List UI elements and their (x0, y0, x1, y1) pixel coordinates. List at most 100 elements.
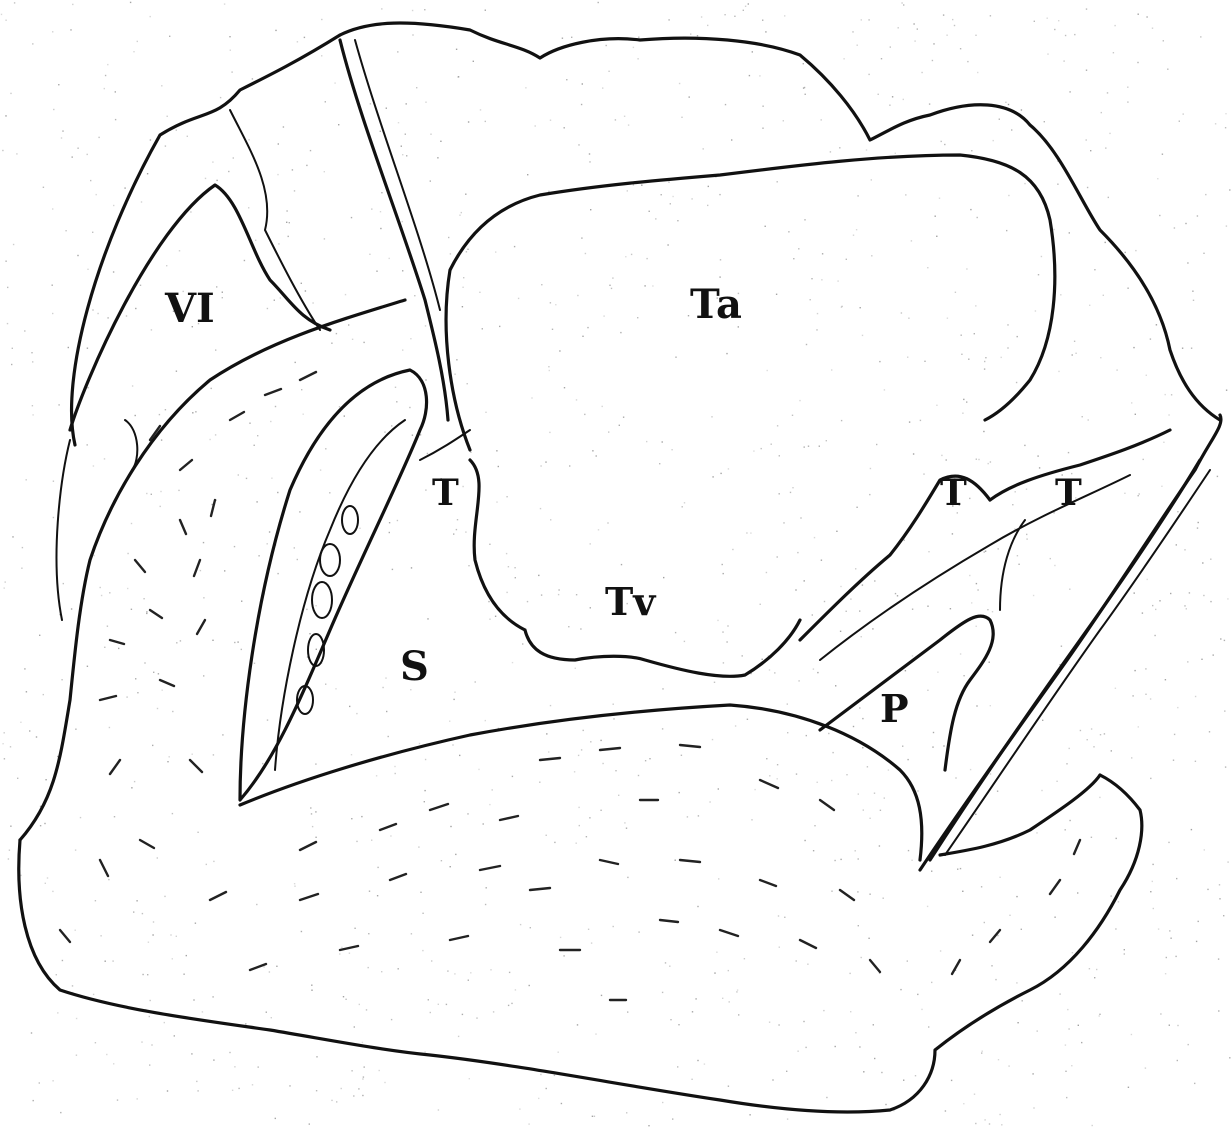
speckle-dot (967, 61, 968, 62)
speckle-dot (363, 342, 364, 343)
speckle-dot (447, 970, 448, 971)
speckle-dot (380, 131, 381, 132)
speckle-dot (359, 528, 360, 529)
speckle-dot (39, 635, 40, 636)
speckle-dot (718, 878, 719, 879)
speckle-dot (720, 259, 721, 260)
speckle-dot (974, 1094, 975, 1095)
speckle-dot (1220, 638, 1221, 639)
speckle-dot (888, 769, 889, 770)
speckle-dot (92, 309, 93, 310)
label-vi: VI (164, 285, 215, 332)
speckle-dot (1105, 242, 1106, 243)
speckle-dot (1096, 969, 1097, 970)
speckle-dot (793, 258, 794, 259)
speckle-dot (737, 989, 738, 990)
speckle-dot (541, 284, 542, 285)
speckle-dot (1219, 884, 1220, 885)
speckle-dot (339, 953, 340, 954)
speckle-dot (876, 444, 877, 445)
speckle-dot (1081, 1042, 1082, 1043)
speckle-dot (1194, 1083, 1195, 1084)
speckle-dot (613, 718, 614, 719)
speckle-dot (762, 20, 763, 21)
speckle-dot (440, 141, 441, 142)
speckle-dot (1157, 178, 1158, 179)
speckle-dot (595, 1033, 596, 1034)
speckle-dot (541, 594, 542, 595)
speckle-dot (1033, 1107, 1034, 1108)
speckle-dot (821, 560, 822, 561)
speckle-dot (905, 670, 906, 671)
speckle-dot (903, 99, 904, 100)
speckle-dot (901, 2, 902, 3)
speckle-dot (519, 1108, 520, 1109)
speckle-dot (324, 238, 325, 239)
speckle-dot (1067, 1009, 1068, 1010)
speckle-dot (977, 72, 978, 73)
speckle-dot (697, 1060, 698, 1061)
speckle-dot (1094, 977, 1095, 978)
label-p: P (880, 686, 909, 731)
speckle-dot (351, 818, 352, 819)
speckle-dot (32, 361, 33, 362)
speckle-dot (425, 489, 426, 490)
speckle-dot (638, 931, 639, 932)
speckle-dot (361, 816, 362, 817)
speckle-dot (540, 1074, 541, 1075)
speckle-dot (1080, 730, 1081, 731)
speckle-dot (552, 329, 553, 330)
speckle-dot (840, 859, 841, 860)
speckle-dot (924, 361, 925, 362)
speckle-dot (1169, 1025, 1170, 1026)
speckle-dot (153, 921, 154, 922)
speckle-dot (698, 815, 699, 816)
speckle-dot (416, 87, 417, 88)
speckle-dot (752, 51, 753, 52)
speckle-dot (907, 960, 908, 961)
speckle-dot (1007, 347, 1008, 348)
speckle-dot (723, 573, 724, 574)
speckle-dot (1193, 300, 1194, 301)
speckle-dot (746, 532, 747, 533)
speckle-dot (998, 548, 999, 549)
speckle-dot (607, 522, 608, 523)
speckle-dot (1135, 250, 1136, 251)
speckle-dot (971, 602, 972, 603)
speckle-dot (783, 120, 784, 121)
speckle-dot (672, 1118, 673, 1119)
speckle-dot (1229, 189, 1230, 190)
speckle-dot (1026, 534, 1027, 535)
speckle-dot (828, 733, 829, 734)
speckle-dot (437, 157, 438, 158)
speckle-dot (1047, 53, 1048, 54)
speckle-dot (797, 1051, 798, 1052)
speckle-dot (316, 1090, 317, 1091)
speckle-dot (147, 173, 148, 174)
speckle-dot (1227, 861, 1228, 862)
speckle-dot (105, 961, 106, 962)
speckle-dot (267, 308, 268, 309)
speckle-dot (162, 690, 163, 691)
speckle-dot (576, 843, 577, 844)
speckle-dot (601, 995, 602, 996)
speckle-dot (1035, 310, 1036, 311)
speckle-dot (600, 740, 601, 741)
speckle-dot (151, 494, 152, 495)
speckle-dot (735, 725, 736, 726)
speckle-dot (903, 4, 904, 5)
speckle-dot (1173, 760, 1174, 761)
speckle-dot (879, 361, 880, 362)
speckle-dot (315, 763, 316, 764)
speckle-dot (862, 335, 863, 336)
speckle-dot (546, 835, 547, 836)
speckle-dot (205, 178, 206, 179)
speckle-dot (1016, 896, 1017, 897)
speckle-dot (803, 63, 804, 64)
speckle-dot (810, 299, 811, 300)
speckle-dot (821, 119, 822, 120)
speckle-dot (804, 87, 805, 88)
speckle-dot (921, 1009, 922, 1010)
speckle-dot (975, 35, 976, 36)
